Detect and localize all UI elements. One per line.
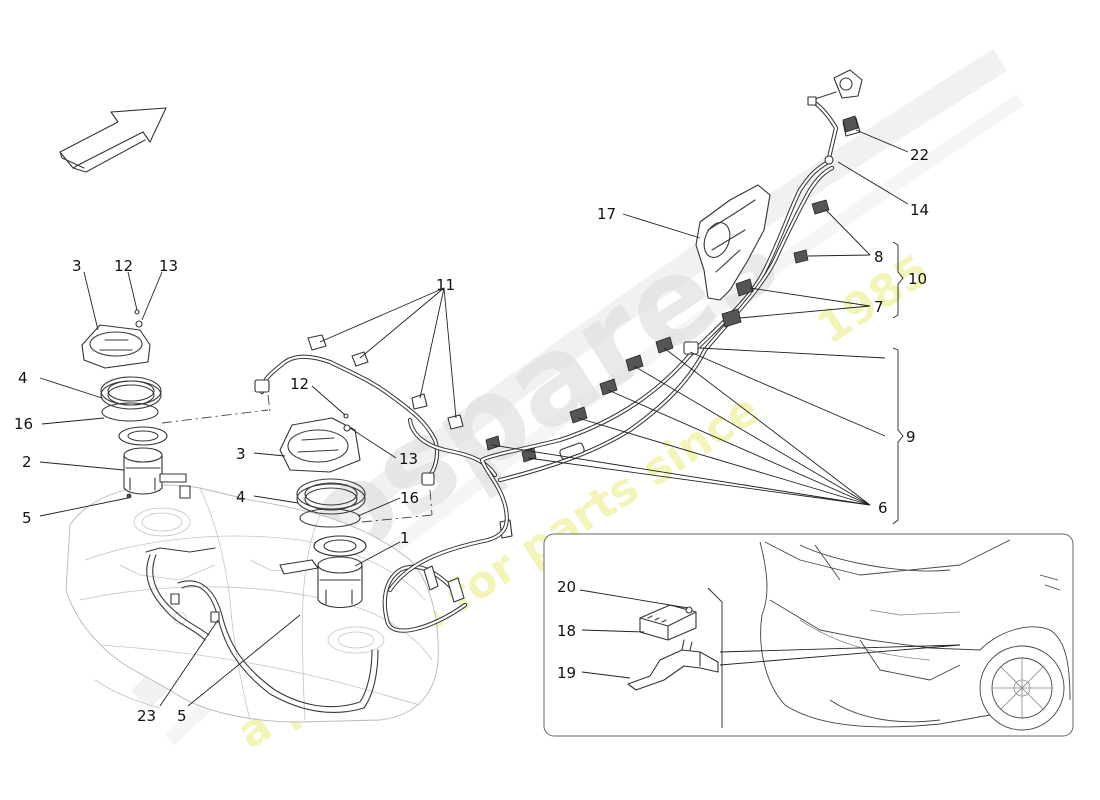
callout-5-left: 5: [22, 509, 32, 527]
callout-19: 19: [557, 664, 576, 682]
left-axis-line: [161, 409, 269, 424]
callout-17: 17: [597, 205, 616, 223]
callout-22: 22: [910, 146, 929, 164]
inset-panel: [543, 533, 1074, 737]
callout-3-left: 3: [72, 257, 82, 275]
heat-shield: [695, 184, 771, 301]
callout-13-left: 13: [159, 257, 178, 275]
callout-labels: 3 12 13 4 16 2 5 12 3 13 4 16 1 23 5 11 …: [14, 146, 929, 725]
callout-18: 18: [557, 622, 576, 640]
left-connector-line: [267, 394, 271, 413]
group-brackets: [892, 241, 904, 525]
callout-16-right: 16: [400, 489, 419, 507]
callout-20: 20: [557, 578, 576, 596]
inset-car-rear: [759, 539, 1071, 731]
pipe-clips: [485, 115, 859, 463]
left-pump-assembly: [81, 309, 191, 499]
callout-4-right: 4: [236, 488, 246, 506]
callout-12-left: 12: [114, 257, 133, 275]
callout-12-right: 12: [290, 375, 309, 393]
front-fuel-line: [254, 334, 513, 539]
right-connector-line: [429, 489, 433, 516]
callout-10: 10: [908, 270, 927, 288]
callout-5-bottom: 5: [177, 707, 187, 725]
callout-16-left: 16: [14, 415, 33, 433]
callout-8: 8: [874, 248, 884, 266]
direction-arrow-icon: [59, 107, 167, 173]
callout-14: 14: [910, 201, 929, 219]
callout-7: 7: [874, 298, 884, 316]
leader-lines: [39, 129, 909, 707]
right-pump-assembly: [279, 413, 367, 609]
callout-11: 11: [436, 276, 455, 294]
tank-hoses: [145, 547, 379, 713]
callout-1: 1: [400, 529, 410, 547]
callout-13-right: 13: [399, 450, 418, 468]
right-axis-line: [361, 514, 433, 523]
callout-6: 6: [878, 499, 888, 517]
callout-4-left: 4: [18, 369, 28, 387]
callout-3-right: 3: [236, 445, 246, 463]
callout-9: 9: [906, 428, 916, 446]
callout-2: 2: [22, 453, 32, 471]
callout-23: 23: [137, 707, 156, 725]
